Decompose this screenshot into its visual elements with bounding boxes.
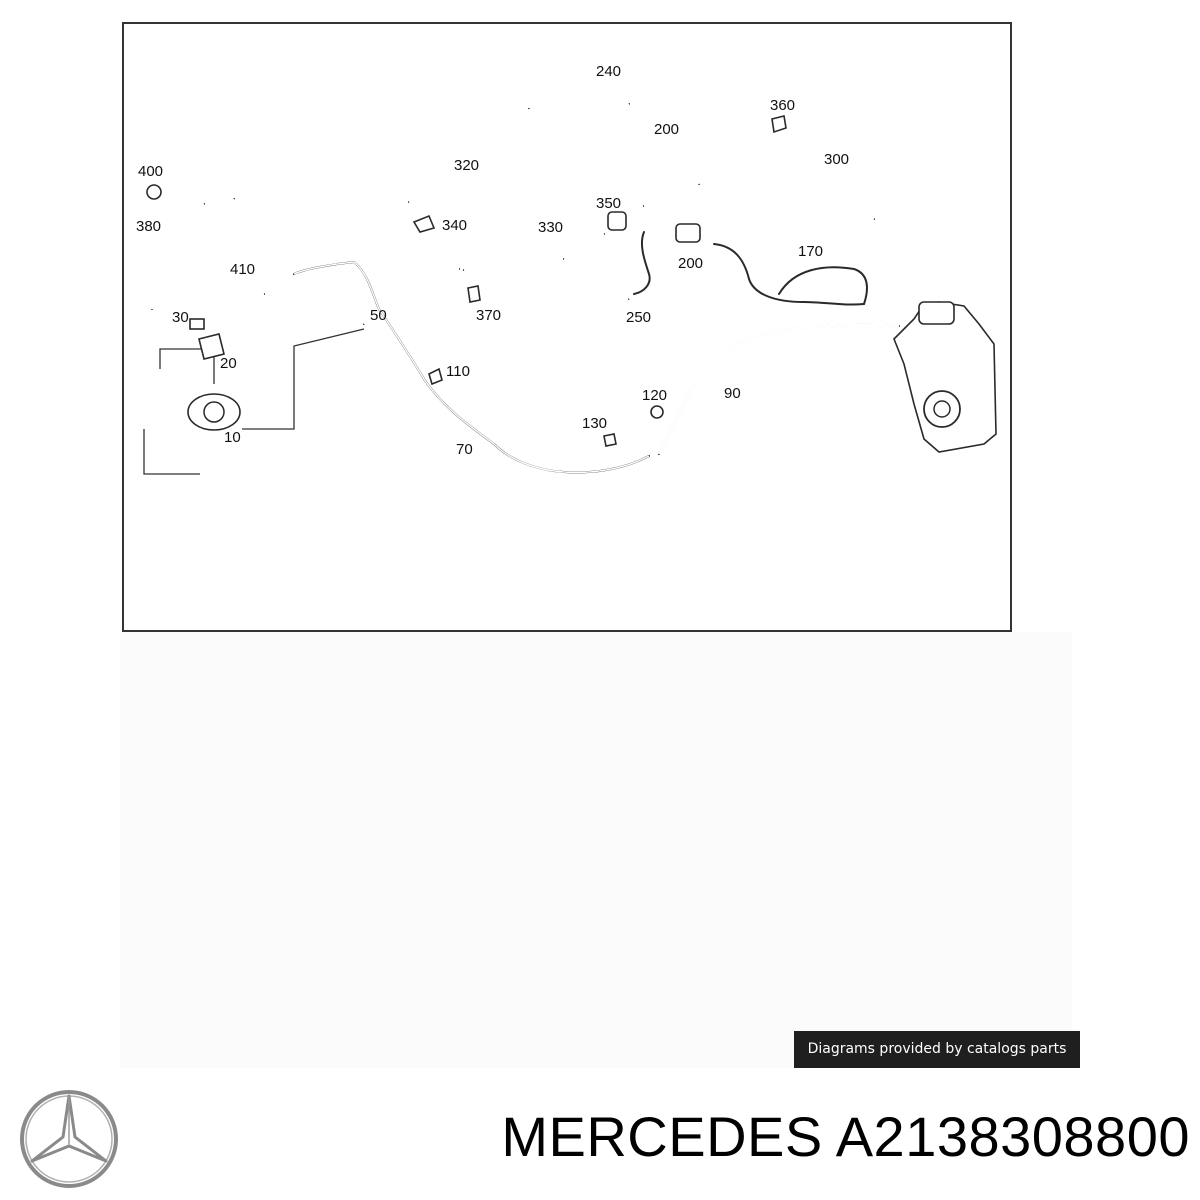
- reservoir-pump: [923, 390, 961, 428]
- part-370: [467, 285, 481, 303]
- callout-90: 90: [724, 385, 741, 402]
- part-30: [189, 318, 205, 330]
- callout-110: 110: [446, 363, 470, 380]
- product-title: MERCEDES A2138308800: [501, 1105, 1190, 1168]
- hose-250-inner: [563, 257, 639, 301]
- callout-380: 380: [136, 218, 161, 235]
- hose-90-inner: [657, 323, 900, 455]
- hose-380-inner: [150, 202, 205, 310]
- part-340: [412, 214, 436, 233]
- callout-200-lower: 200: [678, 255, 703, 272]
- callout-410: 410: [230, 261, 255, 278]
- parts-diagram-drawing: 240 200 360 300 400 320 380 350 340 330 …: [136, 63, 997, 475]
- callout-320: 320: [454, 157, 479, 174]
- hose-300-inner: [643, 143, 875, 221]
- callout-130: 130: [582, 415, 607, 432]
- part-360: [771, 115, 787, 134]
- hose-200-top-inner: [593, 102, 701, 185]
- part-10-impeller: [203, 401, 225, 423]
- hose-410-inner: [211, 197, 265, 297]
- callout-240: 240: [596, 63, 621, 80]
- part-130: [603, 433, 617, 447]
- callout-400: 400: [138, 163, 163, 180]
- reservoir-pump-hub: [933, 400, 951, 418]
- callout-70: 70: [456, 441, 473, 458]
- callout-10: 10: [224, 429, 241, 446]
- leader-line: [242, 328, 365, 430]
- hose-320-inner: [408, 108, 535, 204]
- pipe-70-inner: [293, 261, 650, 474]
- callout-20: 20: [220, 355, 237, 372]
- diagram-credit-badge: Diagrams provided by catalogs parts: [794, 1031, 1080, 1068]
- callout-170: 170: [798, 243, 823, 260]
- hose-320: [408, 108, 534, 203]
- leader-line: [143, 429, 200, 475]
- part-120: [650, 405, 664, 419]
- hose-170-branch: [778, 266, 868, 305]
- hose-170: [713, 243, 865, 306]
- callout-120: 120: [642, 387, 667, 404]
- callout-200: 200: [654, 121, 679, 138]
- part-400: [146, 184, 162, 200]
- callout-330: 330: [538, 219, 563, 236]
- callout-340: 340: [442, 217, 467, 234]
- callout-370: 370: [476, 307, 501, 324]
- part-200-valve: [675, 223, 701, 243]
- callout-50: 50: [370, 307, 387, 324]
- callout-350: 350: [596, 195, 621, 212]
- leader-line: [159, 348, 215, 384]
- callout-250: 250: [626, 309, 651, 326]
- hose-200-lower: [633, 231, 651, 295]
- hose-90: [658, 323, 900, 455]
- hose-330-inner: [463, 232, 605, 272]
- reservoir-cap: [918, 301, 955, 325]
- hose-50-inner: [362, 265, 460, 326]
- parts-diagram: 240 200 360 300 400 320 380 350 340 330 …: [122, 22, 1012, 632]
- part-110: [428, 367, 443, 386]
- callout-300: 300: [824, 151, 849, 168]
- callout-30: 30: [172, 309, 189, 326]
- part-10: [187, 393, 241, 431]
- callout-360: 360: [770, 97, 795, 114]
- part-20: [198, 333, 225, 360]
- mercedes-star-icon: [18, 1088, 120, 1190]
- background-panel: [120, 632, 1072, 1068]
- part-350: [607, 211, 627, 231]
